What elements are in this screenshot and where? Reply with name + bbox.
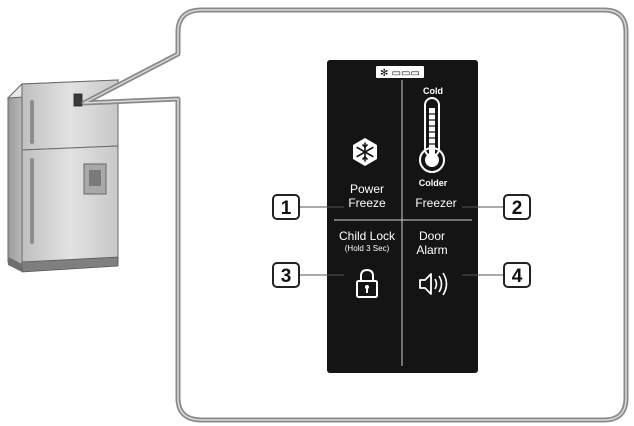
indicator-label: ✻ ▭▭▭	[380, 68, 420, 79]
temp-colder-label: Colder	[419, 178, 448, 188]
door-alarm-button[interactable]: Door Alarm	[416, 229, 448, 296]
thermometer-icon	[419, 97, 445, 173]
freezer-button[interactable]: Cold Colder Freezer	[415, 86, 456, 210]
callout-2-number: 2	[512, 198, 523, 219]
door-alarm-label-line1: Door	[419, 229, 445, 243]
callout-leaders	[300, 206, 503, 276]
freezer-handle	[30, 100, 34, 144]
child-lock-button[interactable]: Child Lock (Hold 3 Sec)	[339, 229, 396, 298]
callout-1-number: 1	[281, 198, 292, 219]
freezer-label: Freezer	[415, 196, 456, 210]
callout-3: 3	[272, 262, 300, 288]
child-lock-label-line2: (Hold 3 Sec)	[345, 244, 390, 253]
snowflake-icon	[353, 138, 377, 166]
lock-icon	[356, 268, 378, 298]
refrigerator-illustration	[6, 79, 120, 273]
power-freeze-button[interactable]: Power Freeze	[348, 138, 386, 210]
callout-1: 1	[272, 194, 300, 220]
speaker-icon	[419, 272, 448, 296]
power-freeze-label-line1: Power	[350, 182, 384, 196]
child-lock-label-line1: Child Lock	[339, 229, 396, 243]
fridge-handle	[30, 158, 34, 244]
callout-3-number: 3	[281, 266, 292, 287]
callout-4: 4	[503, 262, 531, 288]
door-alarm-label-line2: Alarm	[416, 243, 447, 257]
indicator-badge	[376, 66, 424, 78]
control-panel: ✻ ▭▭▭ Power Freeze Cold	[327, 60, 478, 373]
temp-cold-label: Cold	[423, 86, 443, 96]
power-freeze-label-line2: Freeze	[348, 196, 386, 210]
callout-2: 2	[503, 194, 531, 220]
door-control-panel	[73, 93, 83, 107]
callout-4-number: 4	[512, 266, 523, 287]
